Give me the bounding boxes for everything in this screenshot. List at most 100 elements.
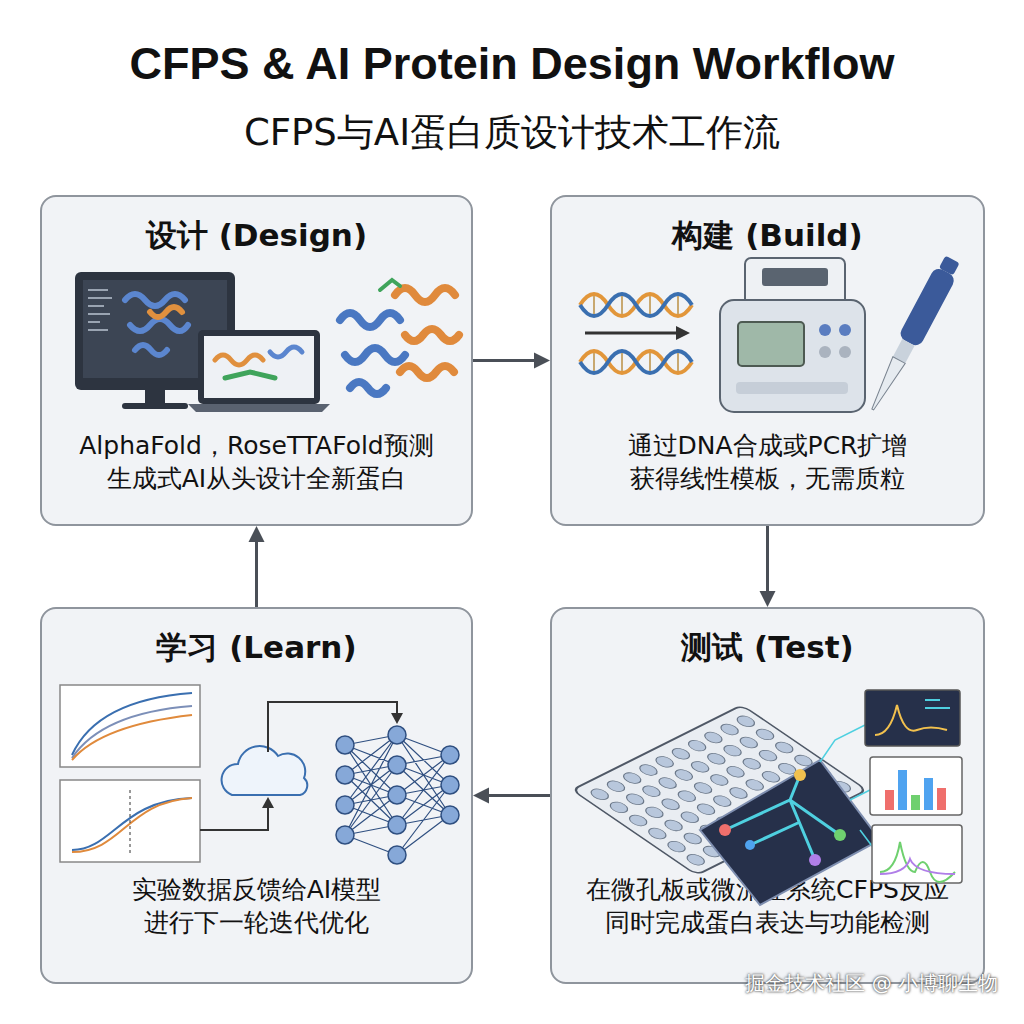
- box-heading: 设计 (Design): [146, 215, 367, 257]
- process-box: 学习 (Learn) 实验数据反馈给AI模型 进行下一轮迭代优化: [40, 607, 473, 984]
- arrow-head: [473, 788, 489, 804]
- well-dot: [737, 735, 761, 750]
- well-dot: [720, 743, 744, 758]
- flow-arrow: [473, 788, 550, 804]
- process-box: 构建 (Build) 通过DNA合成或PCR扩增 获得线性模板，无需质粒: [550, 195, 985, 526]
- well-dot: [729, 807, 753, 822]
- well-dot: [691, 781, 715, 796]
- well-dot: [661, 818, 685, 833]
- well-dot: [607, 800, 631, 815]
- well-dot: [664, 839, 688, 854]
- watermark-text: 掘金技术社区 @ 小博聊生物: [745, 970, 998, 997]
- well-dot: [685, 738, 709, 753]
- well-dot: [717, 722, 741, 737]
- well-dot: [810, 766, 834, 781]
- well-dot: [688, 760, 712, 775]
- well-dot: [623, 792, 647, 807]
- well-dot: [794, 774, 818, 789]
- box-heading: 学习 (Learn): [156, 627, 356, 669]
- box-body: AlphaFold，RoseTTAFold预测 生成式AI从头设计全新蛋白: [57, 429, 457, 497]
- neural-net-illustration: [336, 726, 459, 864]
- box-body: 通过DNA合成或PCR扩增 获得线性模板，无需质粒: [568, 429, 968, 497]
- microfluidic-chip-illustration: [700, 725, 880, 905]
- process-box: 设计 (Design) AlphaFold，RoseTTAFold预测 生成式AI…: [40, 195, 473, 526]
- box-body: 在微孔板或微流控系统CFPS反应 同时完成蛋白表达与功能检测: [568, 873, 968, 941]
- well-dot: [626, 813, 650, 828]
- well-dot: [653, 755, 677, 770]
- box-body: 实验数据反馈给AI模型 进行下一轮迭代优化: [57, 873, 457, 941]
- diagram-subtitle: CFPS与AI蛋白质设计技术工作流: [0, 108, 1024, 158]
- well-dot: [710, 794, 734, 809]
- arrow-head: [760, 591, 776, 607]
- dna-illustration: [580, 294, 692, 373]
- well-dot: [655, 776, 679, 791]
- arrow-line: [485, 794, 550, 797]
- well-dot: [701, 730, 725, 745]
- arrow-line: [473, 359, 538, 362]
- cloud-illustration: [200, 702, 403, 830]
- well-dot: [697, 823, 721, 838]
- well-dot: [716, 836, 740, 851]
- well-dot: [756, 748, 780, 763]
- well-dot: [749, 820, 773, 835]
- diagram-title: CFPS & AI Protein Design Workflow: [0, 38, 1024, 90]
- well-dot: [704, 751, 728, 766]
- well-dot: [636, 763, 660, 778]
- well-dot: [775, 761, 799, 776]
- well-dot: [672, 768, 696, 783]
- well-dot: [713, 815, 737, 830]
- well-dot: [743, 778, 767, 793]
- monitor-illustration: [75, 272, 235, 409]
- well-dot: [732, 828, 756, 843]
- well-dot: [681, 831, 705, 846]
- well-dot: [700, 844, 724, 859]
- box-heading: 测试 (Test): [681, 627, 853, 669]
- chart-illustration: [60, 685, 200, 862]
- well-dot: [639, 784, 663, 799]
- well-dot: [620, 771, 644, 786]
- well-dot: [734, 714, 758, 729]
- flow-arrow: [760, 526, 776, 607]
- arrow-line: [255, 538, 258, 607]
- flow-arrow: [249, 526, 265, 607]
- microplate-illustration: [572, 705, 867, 875]
- well-dot: [778, 783, 802, 798]
- well-dot: [746, 799, 770, 814]
- well-dot: [813, 788, 837, 803]
- data-panel-illustration: [865, 690, 962, 883]
- arrow-head: [534, 353, 550, 369]
- flow-arrow: [473, 353, 550, 369]
- well-dot: [772, 740, 796, 755]
- pcr-machine-illustration: [720, 258, 865, 412]
- well-dot: [791, 753, 815, 768]
- well-dot: [684, 852, 708, 867]
- well-dot: [753, 727, 777, 742]
- well-dot: [781, 804, 805, 819]
- well-dot: [707, 773, 731, 788]
- well-dot: [726, 786, 750, 801]
- well-dot: [588, 787, 612, 802]
- well-dot: [645, 826, 669, 841]
- protein-illustration: [340, 280, 459, 394]
- well-dot: [642, 805, 666, 820]
- well-dot: [604, 779, 628, 794]
- well-dot: [723, 765, 747, 780]
- arrow-head: [249, 526, 265, 542]
- arrow-line: [766, 526, 769, 595]
- well-dot: [759, 770, 783, 785]
- well-dot: [762, 791, 786, 806]
- well-dot: [678, 810, 702, 825]
- pipette-illustration: [862, 254, 963, 415]
- well-dot: [675, 789, 699, 804]
- well-dot: [694, 802, 718, 817]
- well-dot: [669, 746, 693, 761]
- box-heading: 构建 (Build): [672, 215, 862, 257]
- well-dot: [740, 756, 764, 771]
- well-dot: [797, 796, 821, 811]
- well-dot: [658, 797, 682, 812]
- well-dot: [830, 779, 854, 794]
- laptop-illustration: [188, 330, 330, 412]
- process-box: 测试 (Test) 在微孔板或微流控系统CFPS反应 同时完成蛋白表达与功能检测: [550, 607, 985, 984]
- well-dot: [765, 812, 789, 827]
